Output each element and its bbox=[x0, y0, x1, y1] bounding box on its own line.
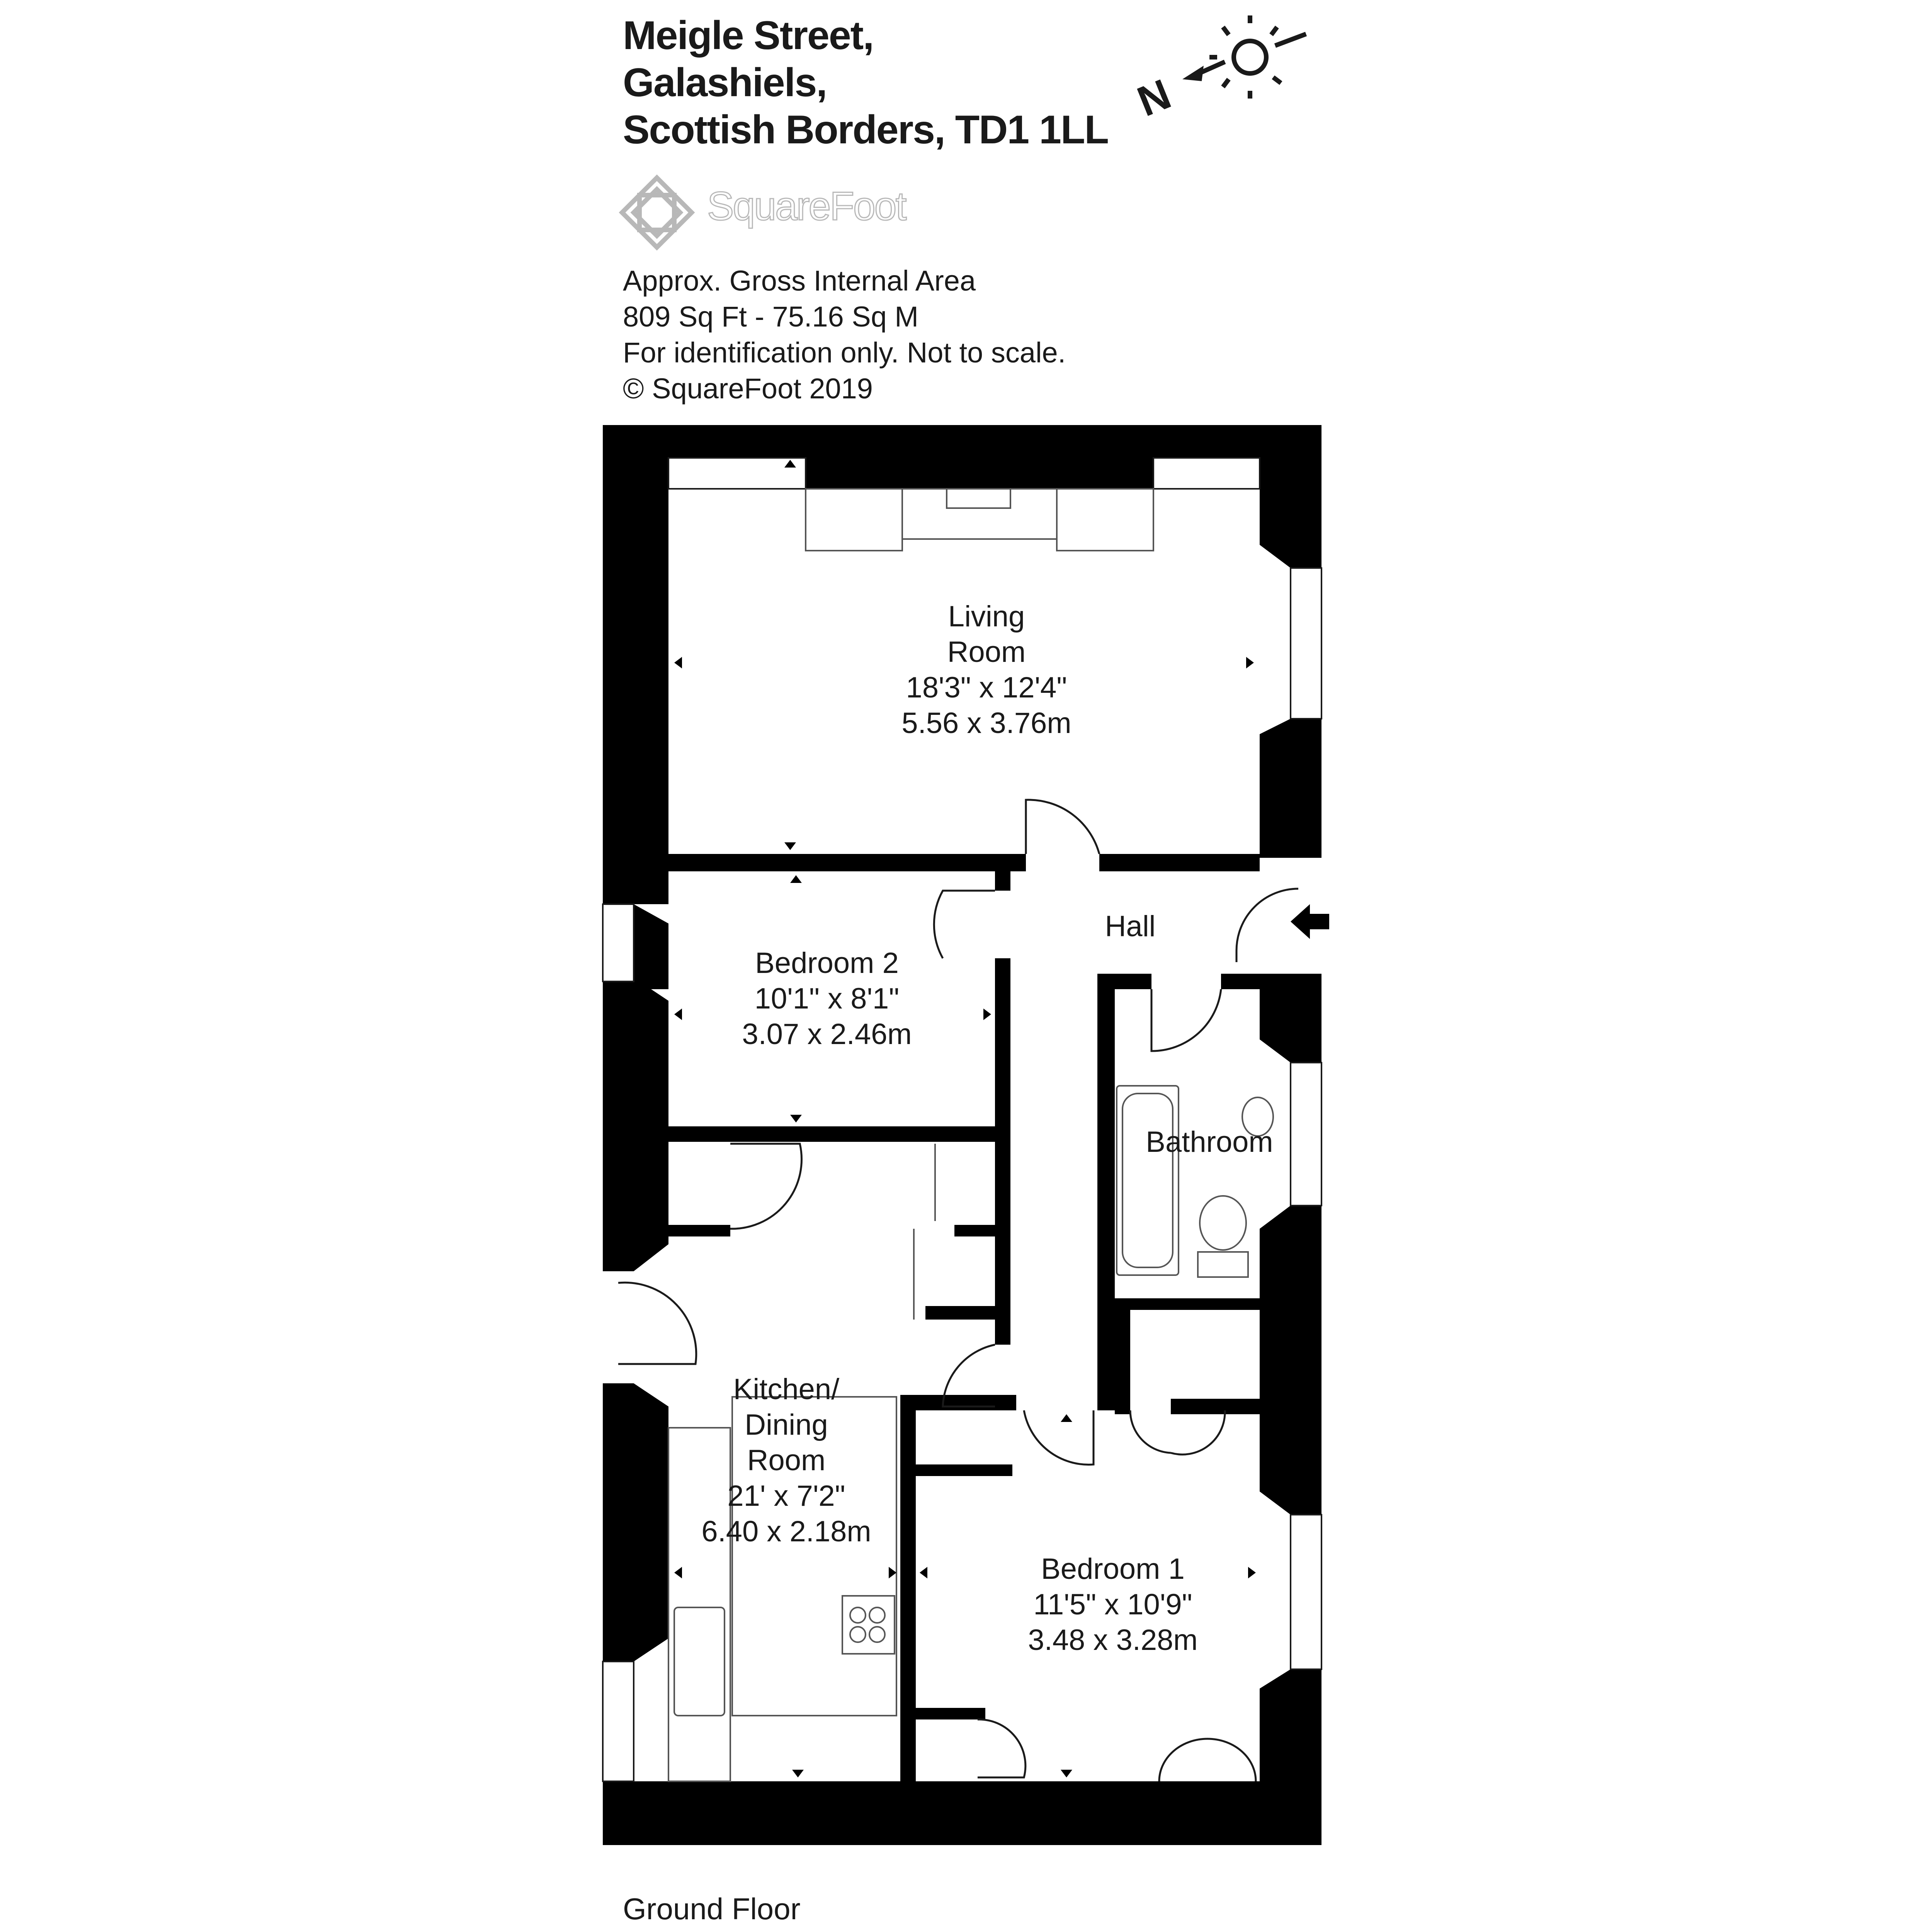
kitchen-dim-imperial: 21' x 7'2" bbox=[727, 1480, 845, 1512]
windows bbox=[602, 457, 1322, 1782]
doors bbox=[618, 799, 1299, 1782]
dimension-markers bbox=[674, 460, 1256, 1777]
area-info-line-3: For identification only. Not to scale. bbox=[623, 337, 1066, 369]
room-label-living: Living Room 18'3" x 12'4" 5.56 x 3.76m bbox=[901, 599, 1071, 741]
room-label-kitchen: Kitchen/ Dining Room 21' x 7'2" 6.40 x 2… bbox=[701, 1372, 871, 1549]
room-label-hall: Hall bbox=[1105, 909, 1156, 944]
north-label: N bbox=[1131, 70, 1177, 126]
room-label-bathroom: Bathroom bbox=[1146, 1124, 1273, 1160]
room-label-bedroom2: Bedroom 2 10'1" x 8'1" 3.07 x 2.46m bbox=[742, 946, 912, 1052]
bedroom2-name: Bedroom 2 bbox=[755, 947, 899, 980]
kitchen-dim-metric: 6.40 x 2.18m bbox=[701, 1515, 871, 1548]
area-info-line-4: © SquareFoot 2019 bbox=[623, 372, 873, 405]
bedroom1-dim-imperial: 11'5" x 10'9" bbox=[1033, 1588, 1192, 1621]
hall-name: Hall bbox=[1105, 910, 1156, 943]
address-line-1: Meigle Street, bbox=[623, 13, 874, 58]
walls bbox=[603, 425, 1321, 1845]
kitchen-name-1: Kitchen/ bbox=[733, 1373, 840, 1406]
bedroom2-dim-imperial: 10'1" x 8'1" bbox=[754, 982, 900, 1015]
floor-label: Ground Floor bbox=[623, 1892, 801, 1926]
bedroom1-dim-metric: 3.48 x 3.28m bbox=[1028, 1624, 1198, 1656]
address-line-2: Galashiels, bbox=[623, 60, 827, 105]
compass-sun-icon bbox=[1189, 15, 1307, 99]
kitchen-name-2: Dining bbox=[745, 1408, 828, 1441]
bathroom-fixtures bbox=[1116, 1085, 1274, 1278]
living-name-2: Room bbox=[947, 636, 1026, 668]
area-info-line-2: 809 Sq Ft - 75.16 Sq M bbox=[623, 301, 919, 333]
kitchen-name-3: Room bbox=[747, 1444, 826, 1477]
area-info-line-1: Approx. Gross Internal Area bbox=[623, 265, 976, 297]
living-dim-metric: 5.56 x 3.76m bbox=[901, 707, 1071, 740]
living-name-1: Living bbox=[948, 600, 1025, 633]
squarefoot-logo-icon bbox=[619, 174, 695, 251]
living-dim-imperial: 18'3" x 12'4" bbox=[906, 671, 1067, 704]
bedroom2-dim-metric: 3.07 x 2.46m bbox=[742, 1018, 912, 1051]
kitchen-fixtures bbox=[668, 1144, 936, 1782]
entrance-arrow-icon bbox=[1291, 904, 1329, 939]
north-arrow-head bbox=[1182, 66, 1204, 81]
living-fixtures bbox=[805, 488, 1154, 551]
brand-logo-text: SquareFoot bbox=[706, 184, 907, 230]
bathroom-name: Bathroom bbox=[1146, 1126, 1273, 1158]
room-label-bedroom1: Bedroom 1 11'5" x 10'9" 3.48 x 3.28m bbox=[1028, 1551, 1197, 1658]
bedroom1-name: Bedroom 1 bbox=[1041, 1553, 1185, 1585]
address-line-3: Scottish Borders, TD1 1LL bbox=[623, 107, 1109, 152]
